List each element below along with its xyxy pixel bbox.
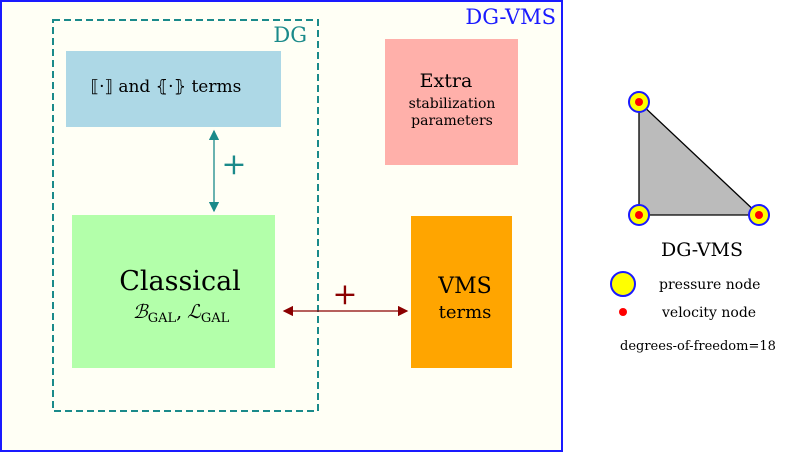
- classical-box: Classical ℬGAL,ℒGAL: [72, 215, 275, 368]
- vms-terms-box: VMS terms: [411, 216, 512, 368]
- formula-separator: ,: [176, 301, 182, 323]
- plus-teal: +: [221, 147, 246, 182]
- linear-form-subscript: GAL: [201, 311, 230, 326]
- classical-formula: ℬGAL,ℒGAL: [133, 301, 230, 326]
- extra-stabilization-box: Extra stabilization parameters: [385, 39, 518, 165]
- pressure-node-legend-icon: [610, 271, 636, 297]
- triangle-element: [638, 100, 761, 216]
- classical-title: Classical: [119, 266, 241, 297]
- node-bottom-left: [628, 204, 650, 226]
- node-bottom-right: [748, 204, 770, 226]
- jump-average-terms-label: ⟦·⟧ and ⦃·⦄ terms: [91, 77, 242, 97]
- classical-vms-arrow: +: [282, 277, 409, 317]
- dg-vms-frame-label: DG-VMS: [465, 5, 556, 29]
- plus-red: +: [332, 277, 357, 312]
- velocity-node-label: velocity node: [661, 305, 756, 321]
- velocity-node-legend-icon: [619, 308, 627, 316]
- legend: pressure node velocity node degrees-of-f…: [610, 271, 776, 354]
- terms-label: terms: [439, 302, 492, 323]
- node-top: [628, 91, 650, 113]
- linear-form-symbol: ℒ: [187, 301, 202, 323]
- element-caption: DG-VMS: [661, 239, 743, 261]
- bilinear-form-subscript: GAL: [148, 311, 177, 326]
- dg-frame-label: DG: [273, 23, 307, 47]
- jump-average-terms-box: ⟦·⟧ and ⦃·⦄ terms: [66, 51, 281, 127]
- stabilization-label: stabilization: [409, 96, 496, 112]
- bilinear-form-symbol: ℬ: [133, 301, 150, 323]
- pressure-node-label: pressure node: [659, 277, 760, 293]
- jump-classical-arrow: +: [208, 129, 247, 213]
- degrees-of-freedom-label: degrees-of-freedom=18: [620, 339, 776, 354]
- dg-frame: DG: [52, 19, 319, 412]
- vms-label: VMS: [437, 274, 492, 299]
- parameters-label: parameters: [411, 113, 493, 129]
- extra-label: Extra: [420, 70, 473, 92]
- dg-vms-element: DG-VMS: [628, 91, 770, 261]
